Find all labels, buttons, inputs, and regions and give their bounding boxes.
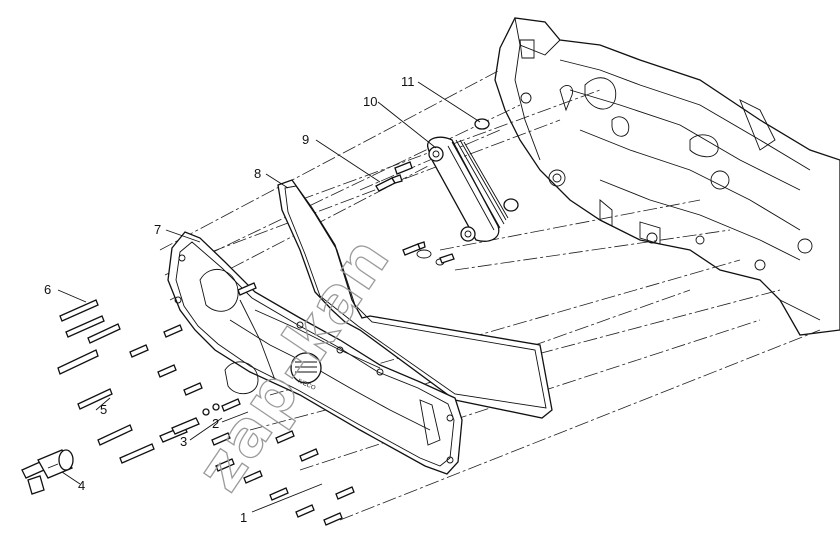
oil-cooler xyxy=(427,136,509,242)
callout-leaders xyxy=(57,81,481,513)
cover-gasket xyxy=(277,179,553,419)
callout-5: 5 xyxy=(100,402,107,417)
callout-3: 3 xyxy=(180,434,187,449)
cooler-bolts xyxy=(375,161,455,264)
callout-8: 8 xyxy=(254,166,261,181)
dowel-pins xyxy=(159,403,220,443)
callout-2: 2 xyxy=(212,416,219,431)
callout-labels: 1 2 3 4 5 6 7 8 9 10 11 xyxy=(44,74,415,525)
callout-11: 11 xyxy=(401,74,415,89)
callout-1: 1 xyxy=(240,510,247,525)
callout-9: 9 xyxy=(302,132,309,147)
callout-4: 4 xyxy=(78,478,85,493)
callout-10: 10 xyxy=(363,94,377,109)
callout-7: 7 xyxy=(154,222,161,237)
sensor xyxy=(21,449,74,495)
engine-block xyxy=(494,17,840,336)
cover-bolts xyxy=(57,282,355,526)
callout-6: 6 xyxy=(44,282,51,297)
